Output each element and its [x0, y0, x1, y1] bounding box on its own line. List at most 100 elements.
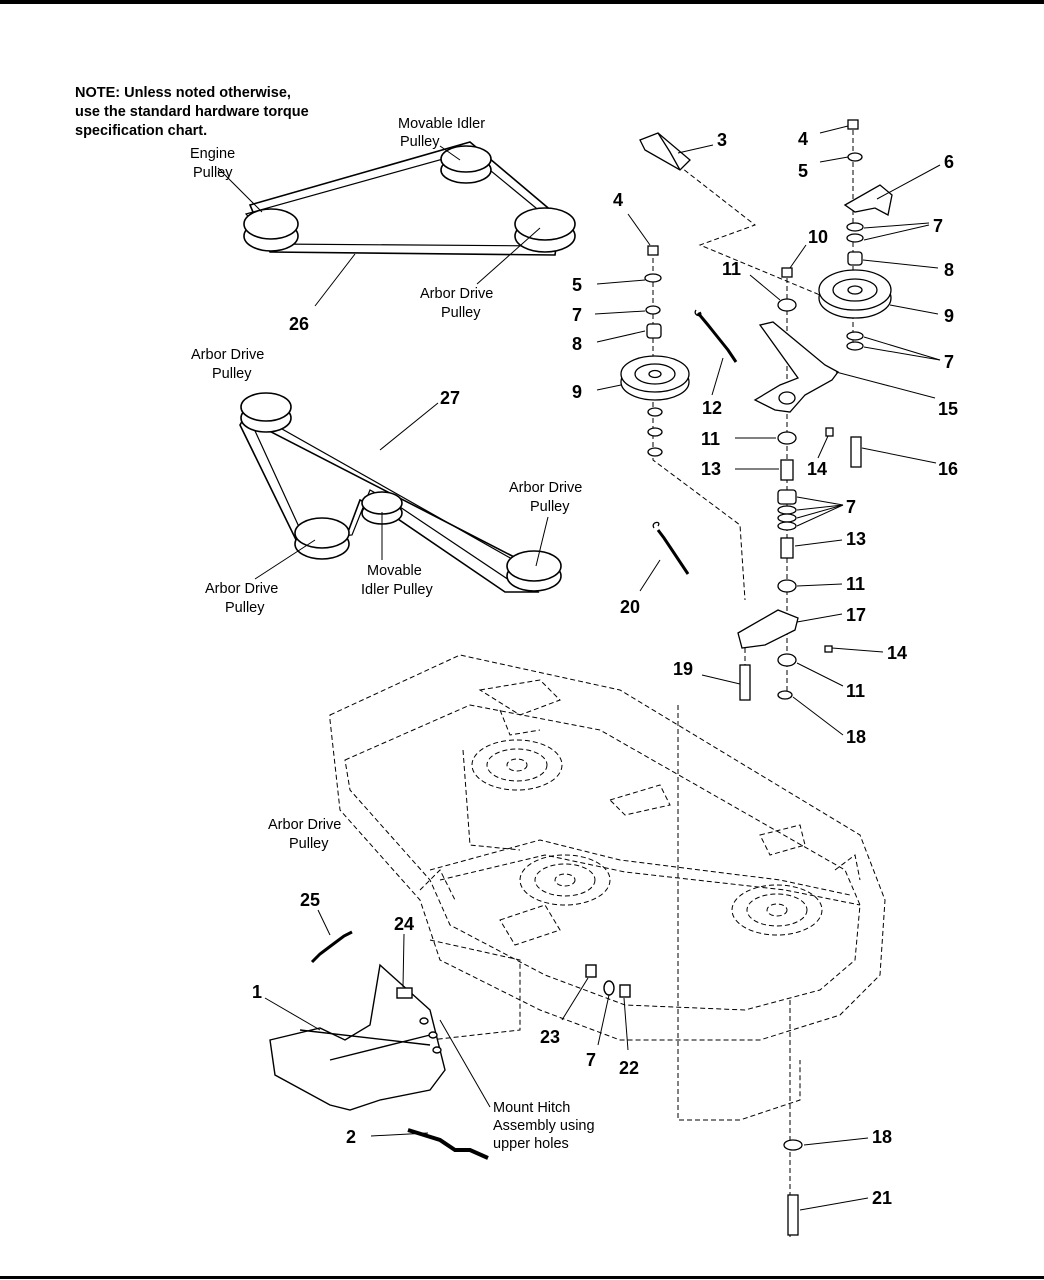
callout-24: 24: [394, 914, 414, 934]
part-13-sleeve: [780, 459, 794, 481]
callout-18-bottom: 18: [872, 1127, 892, 1147]
part-16-bolt: [850, 436, 862, 468]
part-18-washer-bottom: [783, 1139, 803, 1151]
arbor-drive-pulley-bottom: [294, 517, 350, 560]
callout-21: 21: [872, 1188, 892, 1208]
label-engine: Engine: [190, 146, 235, 162]
callout-5-right: 5: [798, 161, 808, 181]
label-arbor: Arbor Drive: [420, 286, 493, 302]
callout-7-mid: 7: [846, 497, 856, 517]
part-20-spring: [656, 529, 690, 575]
belt-routing-diagram-middle: [239, 392, 562, 593]
top-rule: [0, 0, 1044, 4]
part-11-bushing-top: [777, 298, 797, 312]
callout-17: 17: [846, 605, 866, 625]
callout-4-right: 4: [798, 129, 808, 149]
callout-9-left: 9: [572, 382, 582, 402]
callout-27: 27: [440, 388, 460, 408]
callout-20: 20: [620, 597, 640, 617]
callout-10: 10: [808, 227, 828, 247]
callout-7-bottom: 7: [586, 1050, 596, 1070]
callout-6: 6: [944, 152, 954, 172]
callout-23: 23: [540, 1027, 560, 1047]
part-17-lower-arm: [737, 609, 799, 649]
note-line-2: use the standard hardware torque: [75, 104, 309, 120]
part-6-bracket: [843, 184, 893, 216]
belt2-labels: Arbor Drive Pulley 27 Arbor Drive Pulley…: [191, 347, 582, 616]
label-movable-idler: Idler Pulley: [361, 582, 433, 598]
callout-12: 12: [702, 398, 722, 418]
callout-11-mid: 11: [701, 429, 720, 449]
part-4-nut-right: [847, 119, 859, 130]
callout-13-top: 13: [701, 459, 721, 479]
part-9-pulley-left: [620, 355, 690, 401]
belt1-labels: Engine Pulley Movable Idler Pulley Arbor…: [190, 116, 541, 334]
part-8-spacer-left: [646, 323, 662, 339]
hitch-labels: Mount Hitch Assembly using upper holes: [439, 1019, 595, 1152]
callout-26: 26: [289, 314, 309, 334]
callout-1: 1: [252, 982, 262, 1002]
callout-19: 19: [673, 659, 693, 679]
label-assembly-using: Assembly using: [493, 1118, 595, 1134]
callout-8-left: 8: [572, 334, 582, 354]
label-arbor-bottom-pulley: Pulley: [225, 600, 265, 616]
hitch-assembly: [269, 930, 631, 1160]
part-9-pulley-right: [818, 269, 892, 319]
callout-7-lower-right: 7: [944, 352, 954, 372]
label-arbor-top-pulley: Pulley: [212, 366, 252, 382]
callout-9-right: 9: [944, 306, 954, 326]
part-15-idler-arm: [753, 321, 839, 413]
part-18-washer: [777, 690, 793, 700]
callout-14-lower: 14: [887, 643, 907, 663]
part-10-nut: [781, 267, 793, 278]
part-12-spring: [696, 312, 738, 363]
arbor-drive-pulley-top: [240, 392, 292, 433]
note-line-3: specification chart.: [75, 123, 208, 139]
label-arbor-right: Arbor Drive: [509, 480, 582, 496]
label-engine-pulley: Pulley: [193, 165, 233, 181]
callout-11-top: 11: [722, 259, 741, 279]
label-arbor-top: Arbor Drive: [191, 347, 264, 363]
label-deck-arbor: Arbor Drive: [268, 817, 341, 833]
label-deck-arbor-pulley: Pulley: [289, 836, 329, 852]
label-arbor-bottom: Arbor Drive: [205, 581, 278, 597]
belt-routing-diagram-top: [243, 141, 576, 256]
bottom-rule: [0, 1276, 1044, 1279]
label-idler-pulley: Pulley: [400, 134, 440, 150]
callout-5-left: 5: [572, 275, 582, 295]
arbor-drive-pulley-right: [506, 550, 562, 592]
part-4-nut-left: [647, 245, 659, 256]
callout-13-bottom: 13: [846, 529, 866, 549]
engine-pulley: [243, 208, 299, 252]
label-idler: Movable Idler: [398, 116, 485, 132]
callout-22: 22: [619, 1058, 639, 1078]
callout-15: 15: [938, 399, 958, 419]
upper-parts: [620, 119, 893, 1236]
part-1-hitch-frame: [269, 963, 446, 1111]
part-5-washer-right: [847, 152, 863, 162]
callout-16: 16: [938, 459, 958, 479]
callout-2: 2: [346, 1127, 356, 1147]
movable-idler-pulley: [440, 145, 492, 184]
callout-18: 18: [846, 727, 866, 747]
callout-8-right: 8: [944, 260, 954, 280]
part-19-bolt: [739, 664, 751, 701]
part-2-rod: [407, 1128, 489, 1160]
part-14-pin: [825, 427, 834, 437]
label-arbor-right-pulley: Pulley: [530, 499, 570, 515]
note-line-1: NOTE: Unless noted otherwise,: [75, 85, 291, 101]
label-movable: Movable: [367, 563, 422, 579]
callout-14-top: 14: [807, 459, 827, 479]
part-8-spacer-right: [847, 251, 863, 266]
label-arbor-pulley: Pulley: [441, 305, 481, 321]
part-7-washer: [603, 980, 615, 996]
callout-7-left: 7: [572, 305, 582, 325]
callout-11-lower: 11: [846, 574, 865, 594]
part-23-spacer: [585, 964, 597, 978]
callout-25: 25: [300, 890, 320, 910]
callout-11-bottom: 11: [846, 681, 865, 701]
part-3-grip: [639, 132, 691, 171]
callouts: 3 4 5 6 7 7 4 10 5 7 11 8: [252, 125, 958, 1211]
torque-note: NOTE: Unless noted otherwise, use the st…: [75, 84, 309, 141]
part-11-bushing: [777, 431, 797, 445]
